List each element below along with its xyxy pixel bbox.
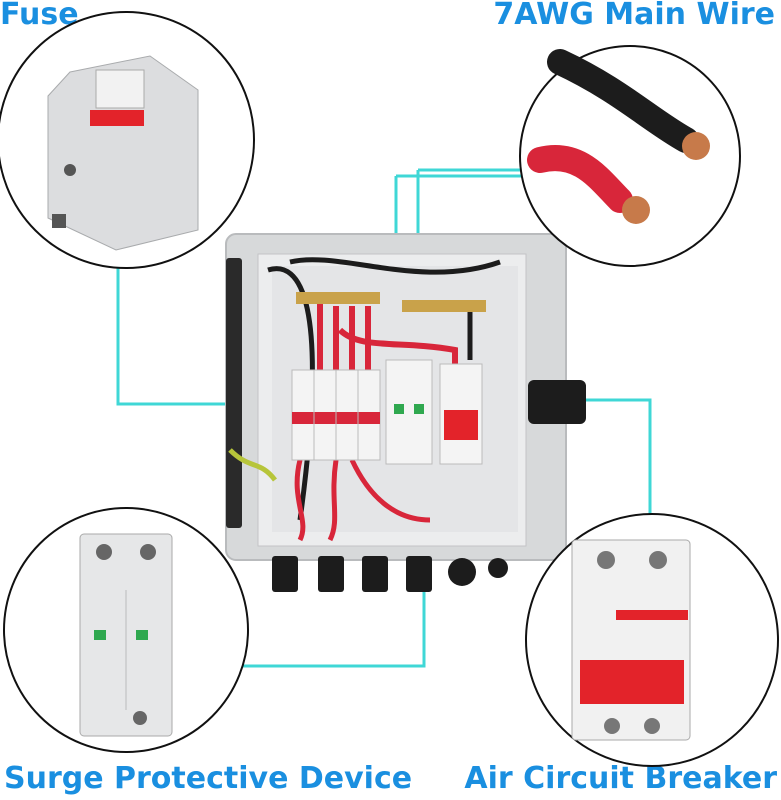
surge-protector-icon [79, 533, 173, 737]
breaker-callout [525, 513, 779, 767]
hinge [226, 258, 242, 528]
fuse-holder-icon [47, 55, 199, 251]
air-circuit-breaker-label: Air Circuit Breaker [464, 761, 777, 796]
enclosure [225, 233, 586, 592]
fuse-callout [0, 11, 255, 269]
spd-callout [3, 507, 249, 753]
fuse-label: Fuse [0, 0, 79, 32]
surge-protective-device-label: Surge Protective Device [4, 761, 413, 796]
busbar-right [402, 300, 486, 312]
busbar-left [296, 292, 380, 304]
main-wire-callout [519, 45, 741, 267]
bottom-connectors [272, 556, 508, 592]
fuse-holders [291, 369, 381, 461]
breaker-module [439, 363, 483, 465]
wire-icon [527, 49, 710, 224]
latch [528, 380, 586, 424]
circuit-breaker-icon [571, 539, 691, 741]
spd-module [385, 359, 433, 465]
main-wire-label: 7AWG Main Wire [493, 0, 775, 32]
